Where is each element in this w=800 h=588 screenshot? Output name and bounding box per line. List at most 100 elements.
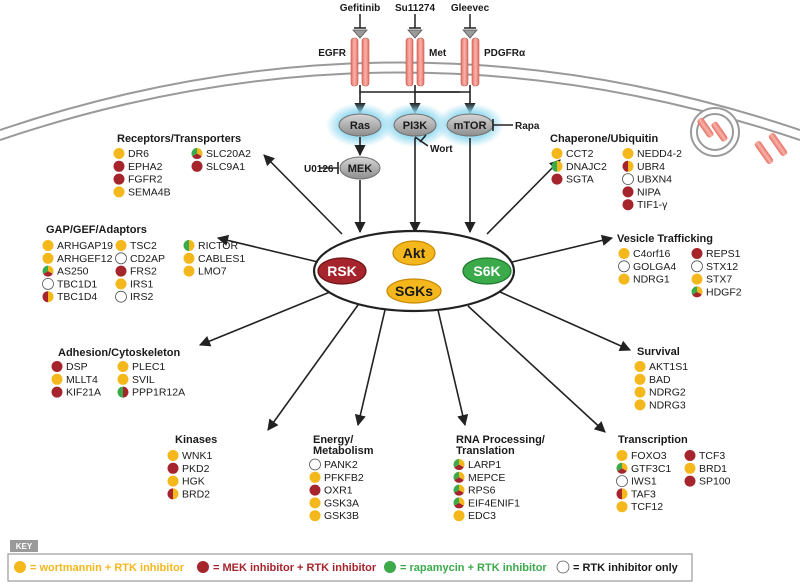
- gene-label: ARHGAP19: [57, 240, 113, 252]
- cell-membrane-outer: [0, 61, 800, 131]
- status-dot: [622, 173, 634, 186]
- group-title-line2: Translation: [456, 445, 515, 457]
- rsk-label: RSK: [327, 263, 357, 279]
- group-title: Chaperone/Ubiquitin: [550, 133, 658, 145]
- status-dot: [384, 561, 396, 573]
- status-dot: [634, 361, 646, 372]
- status-dot: [42, 252, 54, 264]
- gene-label: GSK3B: [324, 510, 359, 522]
- key-item-text: = rapamycin + RTK inhibitor: [400, 562, 547, 574]
- status-dot: [191, 160, 203, 172]
- arrow-to-vesicle: [511, 234, 614, 263]
- ras-node: Ras: [338, 113, 382, 137]
- status-dot: [115, 290, 127, 303]
- group-transcription: TranscriptionFOXO3GTF3C1IWS1TAF3TCF12TCF…: [616, 434, 731, 513]
- status-dot: [691, 273, 703, 285]
- gene-label: CD2AP: [130, 253, 165, 265]
- status-dot: [634, 399, 646, 411]
- status-dot: [616, 450, 628, 461]
- group-receptors-transporters: Receptors/TransportersDR6EPHA2FGFR2SEMA4…: [113, 133, 251, 198]
- gene-label: MEPCE: [468, 472, 505, 484]
- gene-label: C4orf16: [633, 248, 671, 260]
- arrow-to-receptors: [263, 154, 343, 235]
- status-dot: [684, 450, 696, 461]
- ras-label: Ras: [350, 120, 370, 132]
- arrow-to-adhesion: [198, 291, 331, 347]
- u0126-label: U0126: [304, 164, 334, 175]
- status-dot: [309, 484, 321, 496]
- gene-label: BRD2: [182, 488, 210, 500]
- gene-label: CABLES1: [198, 253, 245, 265]
- key-label: KEY: [16, 542, 33, 551]
- status-dot: [51, 361, 63, 372]
- status-dot: [115, 278, 127, 290]
- core-kinases: Akt RSK S6K SGKs: [312, 229, 516, 313]
- status-dot: [113, 186, 125, 198]
- status-dot: [453, 484, 465, 496]
- group-title: Kinases: [175, 434, 217, 446]
- status-dot: [622, 186, 634, 198]
- arrow-to-rna: [437, 309, 469, 427]
- status-dot: [551, 148, 563, 159]
- gene-label: WNK1: [182, 450, 212, 462]
- status-dot: [634, 386, 646, 398]
- status-dot: [691, 260, 703, 273]
- gene-label: GSK3A: [324, 497, 359, 509]
- status-dot: [191, 148, 203, 159]
- gene-label: STX12: [706, 261, 738, 273]
- gene-label: SP100: [699, 476, 731, 488]
- gene-label: RICTOR: [198, 240, 238, 252]
- status-dot: [183, 265, 195, 277]
- gene-label: KIF21A: [66, 387, 101, 399]
- status-dot: [42, 291, 54, 303]
- gene-label: FRS2: [130, 266, 157, 278]
- status-dot: [551, 173, 563, 185]
- gene-label: AKT1S1: [649, 361, 688, 373]
- status-dot: [113, 173, 125, 185]
- gene-label: TIF1-γ: [637, 199, 668, 211]
- status-dot: [167, 462, 179, 474]
- gene-label: LMO7: [198, 266, 227, 278]
- rapa-label: Rapa: [515, 121, 540, 132]
- s6k-label: S6K: [473, 263, 500, 279]
- group-chaperone-ubiquitin: Chaperone/UbiquitinCCT2DNAJC2SGTANEDD4-2…: [550, 133, 682, 211]
- status-dot: [309, 497, 321, 509]
- key-item-w: = wortmannin + RTK inhibitor: [14, 561, 185, 574]
- status-dot: [622, 199, 634, 211]
- status-dot: [618, 273, 630, 285]
- pi3k-label: PI3K: [403, 120, 428, 132]
- group-gap-gef-adaptors: GAP/GEF/AdaptorsARHGAP19ARHGEF12AS250TBC…: [42, 224, 245, 303]
- key-item-text: = RTK inhibitor only: [573, 562, 679, 574]
- status-dot: [183, 252, 195, 264]
- status-dot: [691, 286, 703, 298]
- gene-label: BAD: [649, 374, 671, 386]
- gene-label: NDRG3: [649, 399, 686, 411]
- drug-label-1: Su11274: [395, 3, 435, 14]
- status-dot: [42, 265, 54, 277]
- gene-label: FGFR2: [128, 174, 163, 186]
- group-title: Transcription: [618, 434, 688, 446]
- group-title: Receptors/Transporters: [117, 133, 241, 145]
- gene-label: HDGF2: [706, 286, 742, 298]
- status-dot: [167, 475, 179, 487]
- key-items: = wortmannin + RTK inhibitor= MEK inhibi…: [14, 560, 679, 574]
- gene-label: MLLT4: [66, 374, 98, 386]
- status-dot: [117, 386, 129, 398]
- drug-label-0: Gefitinib: [340, 3, 381, 14]
- group-title-line2: Metabolism: [313, 445, 374, 457]
- status-dot: [167, 488, 179, 500]
- status-dot: [115, 252, 127, 265]
- group-title: Survival: [637, 346, 680, 358]
- gene-label: PPP1R12A: [132, 387, 185, 399]
- status-dot: [117, 361, 129, 372]
- key-item-text: = wortmannin + RTK inhibitor: [30, 562, 185, 574]
- gene-label: ARHGEF12: [57, 253, 113, 265]
- gene-label: PKD2: [182, 463, 210, 475]
- receptor-label-0: EGFR: [318, 48, 347, 59]
- mtor-label: mTOR: [454, 120, 487, 132]
- status-dot: [616, 475, 628, 488]
- status-dot: [167, 450, 179, 461]
- group-title: Vesicle Trafficking: [617, 233, 713, 245]
